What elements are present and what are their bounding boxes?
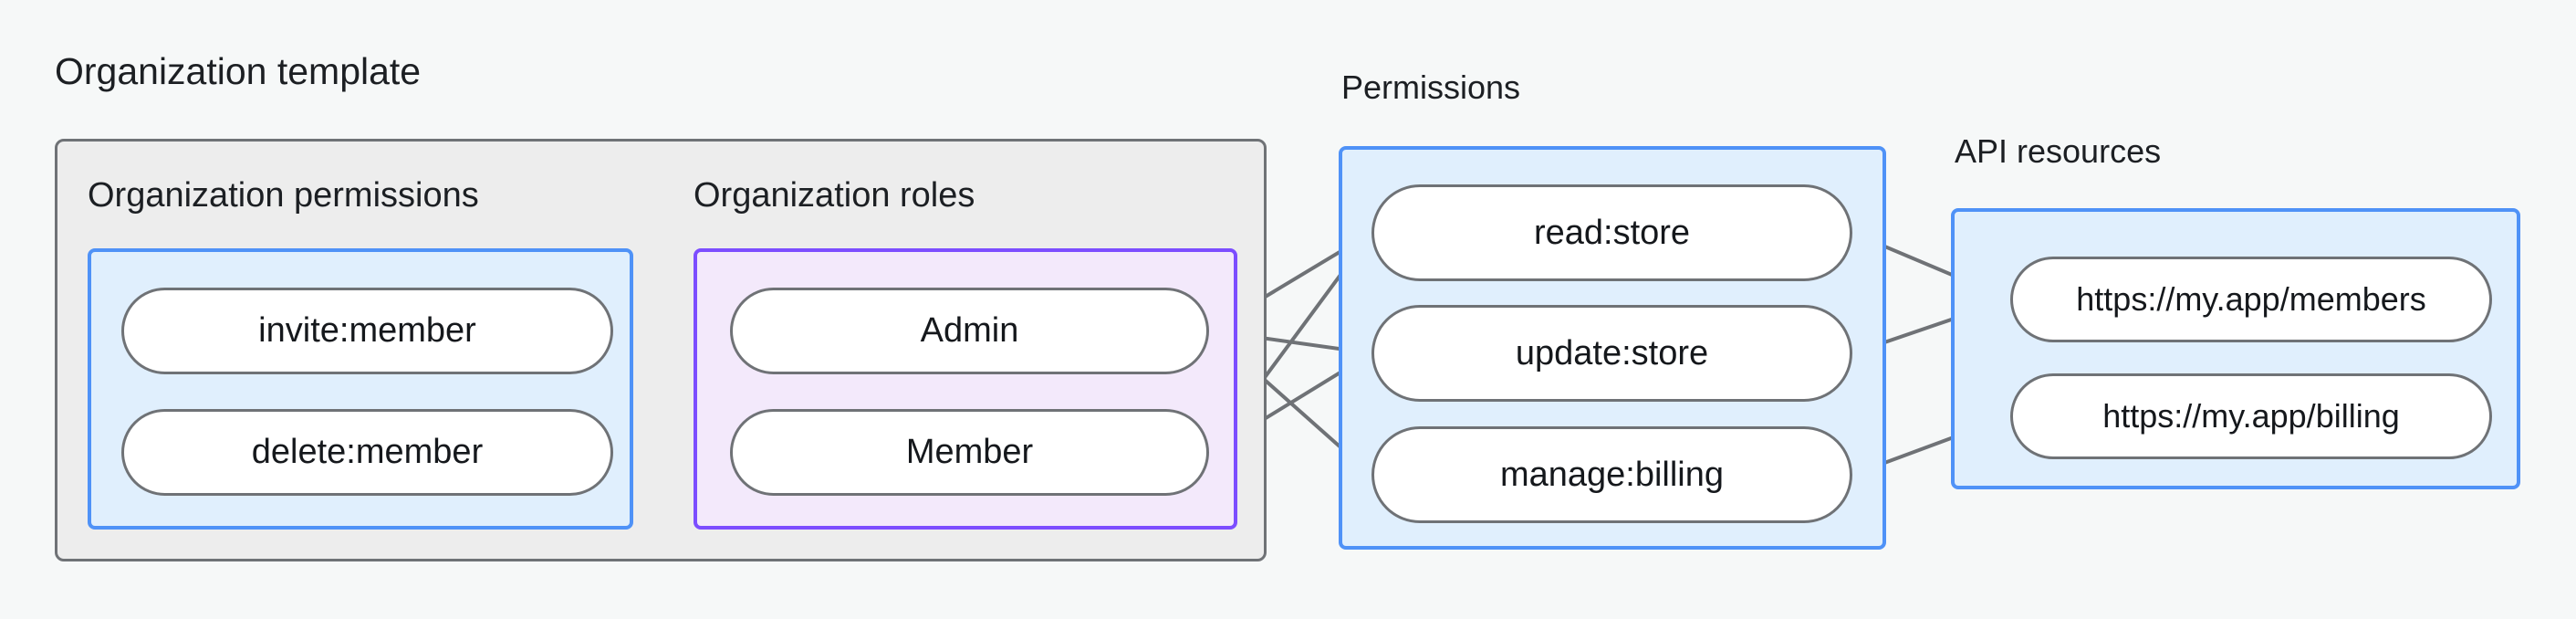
- group-label-permissions: Permissions: [1341, 68, 1521, 106]
- node-label-manage-billing: manage:billing: [1499, 455, 1725, 494]
- node-delete-member[interactable]: delete:member: [121, 409, 613, 496]
- node-read-store[interactable]: read:store: [1371, 184, 1852, 281]
- node-label-delete-member: delete:member: [251, 433, 484, 471]
- node-manage-billing[interactable]: manage:billing: [1371, 426, 1852, 523]
- group-label-organization-permissions: Organization permissions: [88, 176, 479, 215]
- node-admin[interactable]: Admin: [730, 288, 1209, 374]
- node-members-url[interactable]: https://my.app/members: [2010, 257, 2492, 342]
- node-label-billing-url: https://my.app/billing: [2102, 397, 2400, 435]
- node-label-update-store: update:store: [1515, 333, 1709, 372]
- group-label-organization-template: Organization template: [55, 50, 422, 92]
- node-member[interactable]: Member: [730, 409, 1209, 496]
- group-label-api-resources: API resources: [1955, 132, 2162, 170]
- node-label-read-store: read:store: [1533, 213, 1691, 252]
- group-label-organization-roles: Organization roles: [694, 176, 975, 215]
- node-label-admin: Admin: [920, 311, 1019, 350]
- node-label-members-url: https://my.app/members: [2076, 280, 2426, 318]
- node-label-invite-member: invite:member: [258, 311, 476, 350]
- node-billing-url[interactable]: https://my.app/billing: [2010, 373, 2492, 459]
- node-label-member: Member: [905, 433, 1034, 471]
- node-update-store[interactable]: update:store: [1371, 305, 1852, 402]
- node-invite-member[interactable]: invite:member: [121, 288, 613, 374]
